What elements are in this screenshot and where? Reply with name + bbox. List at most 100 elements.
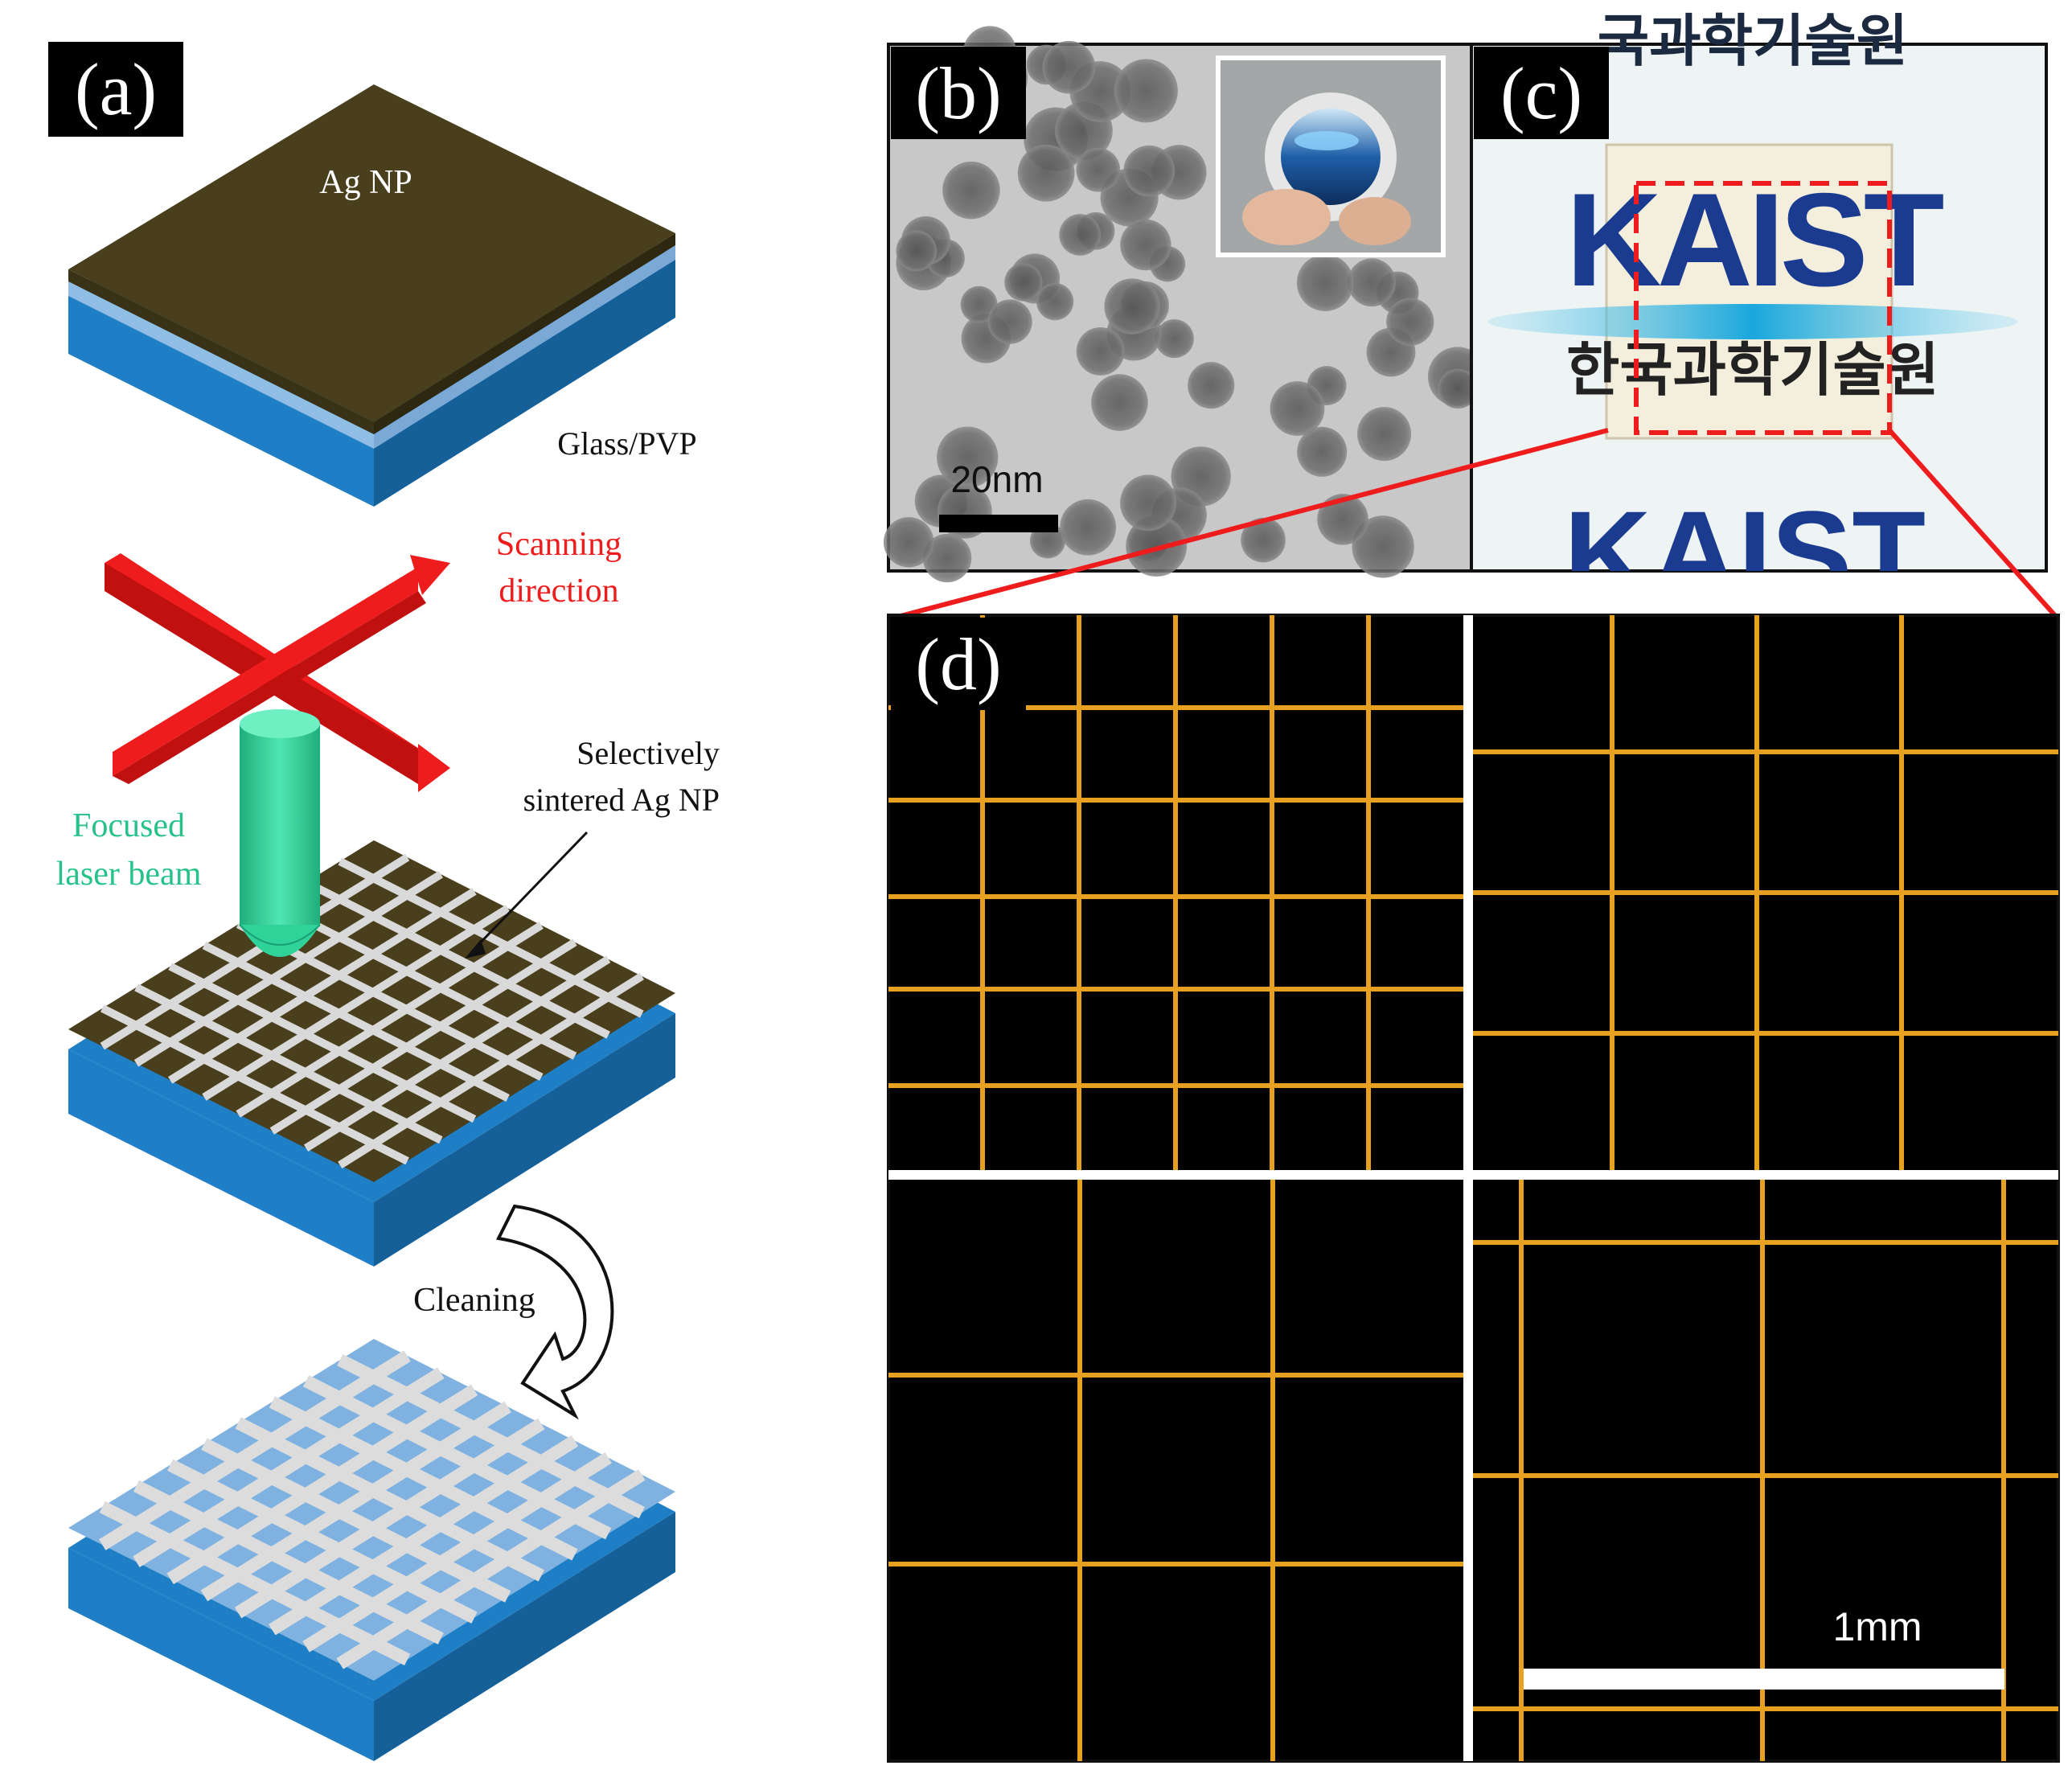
grid-line [133, 870, 443, 1067]
glass-pvp-label: Glass/PVP [557, 425, 696, 462]
nanoparticle [1120, 219, 1171, 271]
grid-line [166, 1384, 478, 1585]
slab-sintered [68, 840, 675, 1267]
zoom-box [1634, 181, 1892, 435]
nanoparticle [1438, 368, 1479, 409]
grid-line [303, 955, 611, 1152]
grid-line [236, 922, 544, 1118]
nanoparticle [1042, 40, 1096, 94]
panel-tag-a: (a) [48, 42, 183, 137]
panel-tag-b: (b) [891, 47, 1026, 139]
arrow-head-icon [410, 555, 450, 595]
panel-tag-c: (c) [1474, 47, 1609, 139]
grid-line [100, 853, 410, 1050]
nanoparticle [1076, 327, 1125, 376]
nanoparticle [1317, 494, 1368, 545]
grid-line [201, 1438, 511, 1603]
korean-top-text: 국과학기술원 [1598, 10, 1908, 72]
grid-line [134, 983, 443, 1144]
grid-line [302, 1451, 612, 1653]
grid-line [234, 1418, 545, 1619]
scale-bar-20nm [939, 515, 1058, 532]
panel-a: Ag NP Glass/PVP Scanning direction [56, 84, 720, 1761]
grid-line [337, 1353, 645, 1519]
nanoparticle [1155, 319, 1194, 359]
cleaning-arrow-icon [495, 1204, 614, 1420]
nanoparticle [1270, 381, 1325, 436]
nanoparticle [1352, 515, 1414, 578]
pointer-arrow-icon [465, 939, 486, 959]
laser-beam [239, 709, 321, 957]
grid-line [302, 1375, 612, 1540]
grid-line [304, 878, 610, 1039]
laser-beam-label: laser beam [56, 856, 202, 893]
scale-bar-1mm [1524, 1669, 2004, 1690]
nanoparticle [1060, 499, 1117, 556]
nanoparticle [1017, 144, 1075, 202]
nanoparticle [1297, 426, 1348, 477]
ag-np-label: Ag NP [319, 164, 412, 201]
nanoparticle [1004, 263, 1043, 302]
panel-c: 국과학기술원 KAIST 한국과학기술원 KAIST [1470, 10, 2048, 621]
vial-inset-photo [1216, 55, 1446, 257]
grid-line [99, 1350, 411, 1550]
grid-line [235, 1417, 544, 1582]
ag-film-patterned [68, 840, 675, 1182]
grid-line [338, 972, 644, 1169]
nanoparticle [942, 161, 1000, 220]
nanoparticle [1091, 374, 1148, 431]
nanoparticle [1076, 147, 1121, 192]
grid-line [338, 857, 644, 1018]
arrow-head-icon [418, 744, 450, 792]
ag-film-top [68, 84, 675, 422]
scale-label-20nm: 20nm [950, 458, 1043, 500]
selectively-label: Selectively [576, 735, 720, 771]
slab-ag-film [68, 84, 675, 507]
nanoparticle [1357, 407, 1412, 462]
grid-line [336, 1469, 646, 1669]
panel-tag-d: (d) [891, 618, 1026, 710]
scale-label-1mm: 1mm [1832, 1604, 1922, 1649]
nanoparticle [1386, 298, 1434, 346]
nanoparticle [1241, 517, 1286, 563]
grid-line [99, 1501, 411, 1666]
panel-b: 20nm [883, 26, 1487, 583]
grid-line [133, 1367, 445, 1568]
nanoparticle [1348, 258, 1397, 307]
glass-top-exposed [68, 1339, 675, 1681]
mesh-grid-lines [99, 1350, 646, 1669]
panel-d: 1mm [887, 614, 2060, 1763]
nanoparticle [937, 426, 999, 488]
nanoparticle [883, 517, 934, 568]
nanoparticle [1104, 278, 1160, 335]
grid-line [167, 1459, 478, 1624]
grid-line [168, 888, 477, 1084]
direction-label: direction [499, 573, 618, 610]
nanoparticle [1126, 515, 1188, 577]
sintered-grid-lines [100, 853, 644, 1169]
grid-line [202, 905, 511, 1101]
nanoparticle [1123, 145, 1176, 197]
grid-line [133, 1480, 444, 1644]
kaist-logo-text: KAIST [1566, 166, 1944, 314]
grid-line [200, 1401, 511, 1602]
cleaning-label: Cleaning [413, 1282, 535, 1319]
zoom-line-right [1887, 429, 2061, 621]
sintered-ag-label: sintered Ag NP [523, 782, 720, 818]
mesh-micrographs [888, 615, 2058, 1761]
grid-line [100, 1004, 409, 1165]
korean-text: 한국과학기술원 [1566, 339, 1939, 403]
divider-vertical [1463, 615, 1473, 1761]
kaist-logo-text-bottom: KAIST [1564, 486, 1926, 621]
grid-line [168, 963, 477, 1123]
nanoparticle [1036, 282, 1074, 321]
nanoparticle [987, 299, 1032, 344]
nanoparticle [1120, 474, 1177, 532]
grid-line [270, 899, 577, 1060]
grid-line [269, 938, 577, 1135]
nanoparticle [1059, 214, 1102, 256]
pointer-line [473, 831, 589, 951]
focused-label: Focused [72, 807, 185, 844]
grid-line [202, 942, 510, 1102]
